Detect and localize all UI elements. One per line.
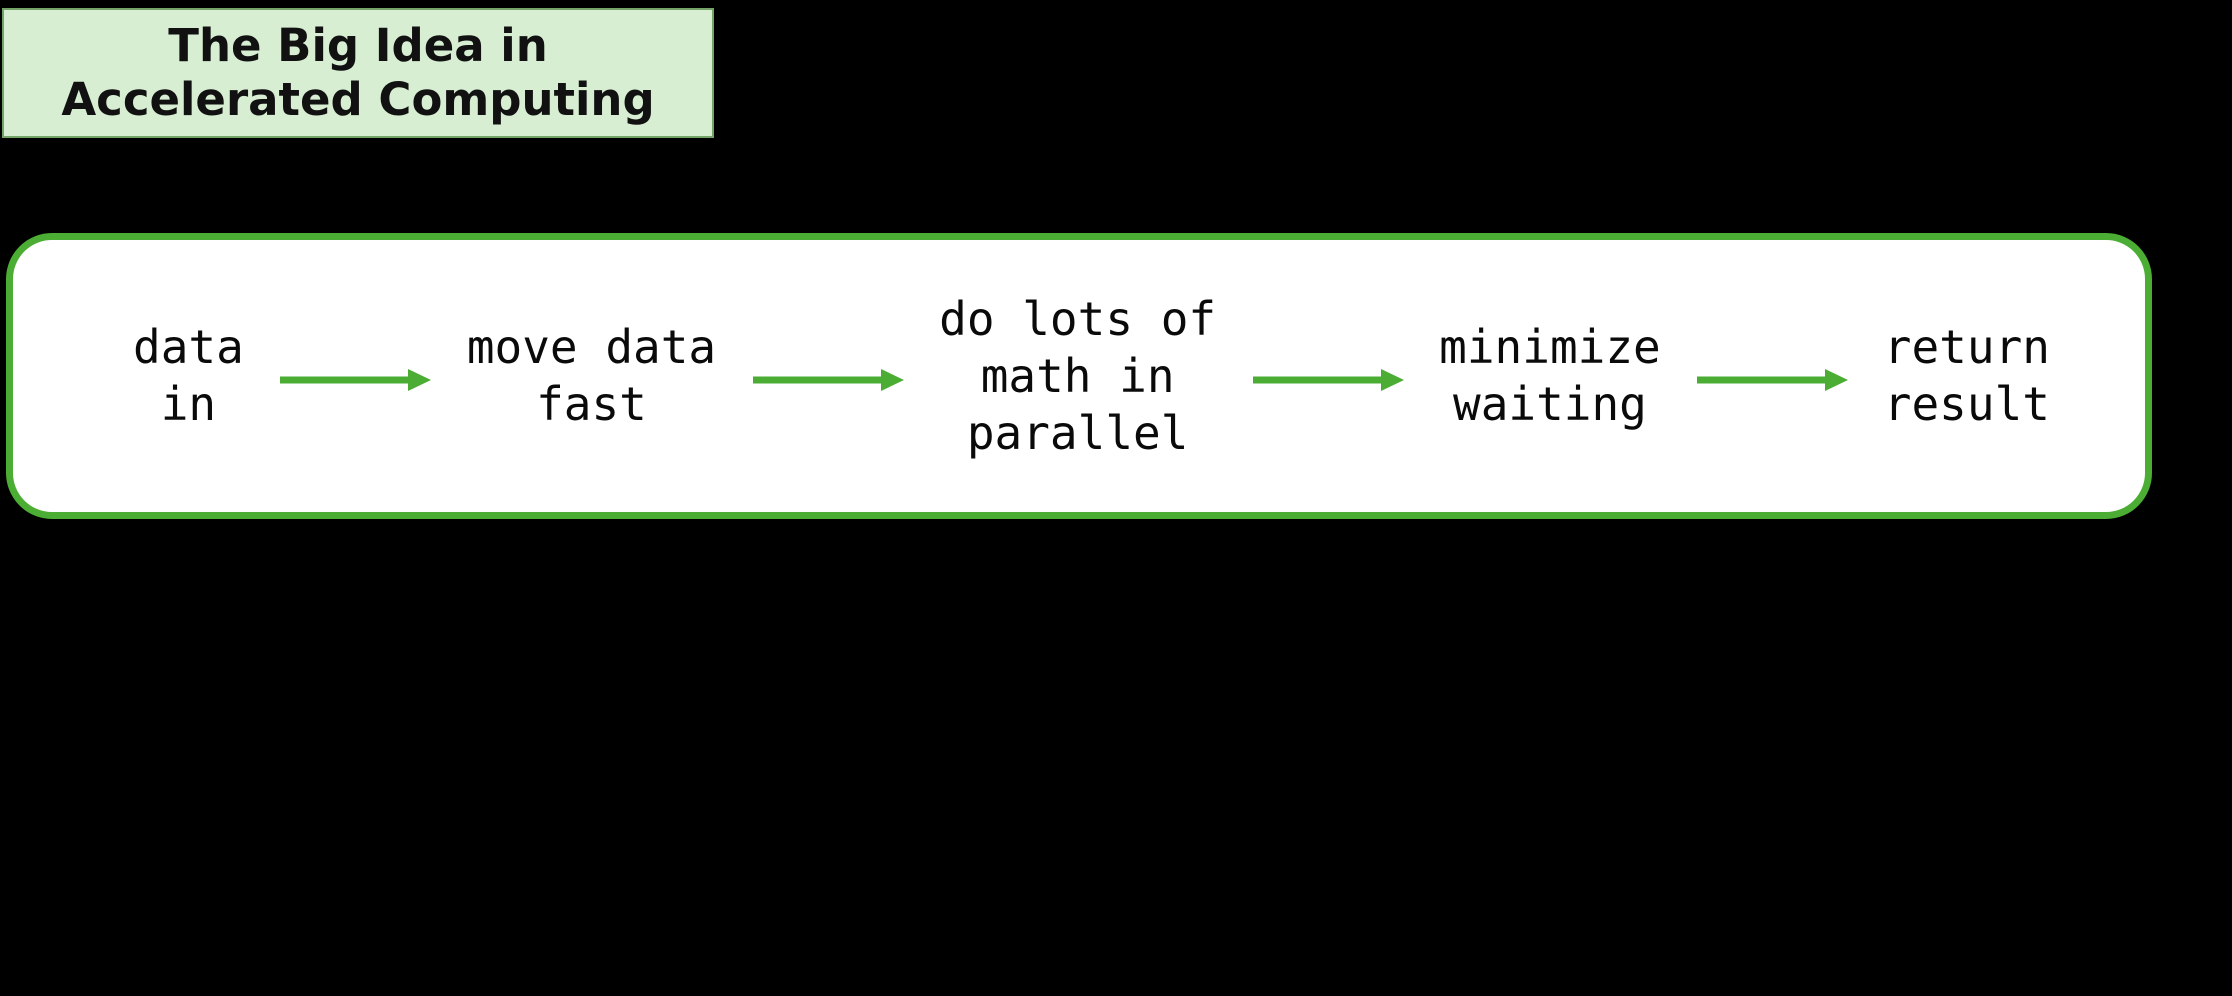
flow-step-return-result: return result	[1883, 320, 2050, 431]
arrow-head	[408, 369, 432, 391]
arrow-head	[880, 369, 904, 391]
arrow-right-icon	[279, 365, 432, 395]
title-card: The Big Idea in Accelerated Computing	[2, 8, 714, 138]
flow-step-do-math-in-parallel: do lots of math in parallel	[939, 291, 1217, 460]
arrow-right-icon	[1252, 365, 1404, 395]
page-title: The Big Idea in Accelerated Computing	[61, 19, 655, 126]
flow-step-move-data-fast: move data fast	[466, 320, 717, 431]
flow-step-minimize-waiting: minimize waiting	[1439, 320, 1661, 431]
arrow-head	[1825, 369, 1849, 391]
arrow-head	[1380, 369, 1404, 391]
arrow-right-icon	[1696, 365, 1849, 395]
arrow-right-icon	[752, 365, 904, 395]
flow-pipeline-card: data in move data fast do lots of math i…	[6, 233, 2152, 519]
flow-step-data-in: data in	[133, 320, 244, 431]
